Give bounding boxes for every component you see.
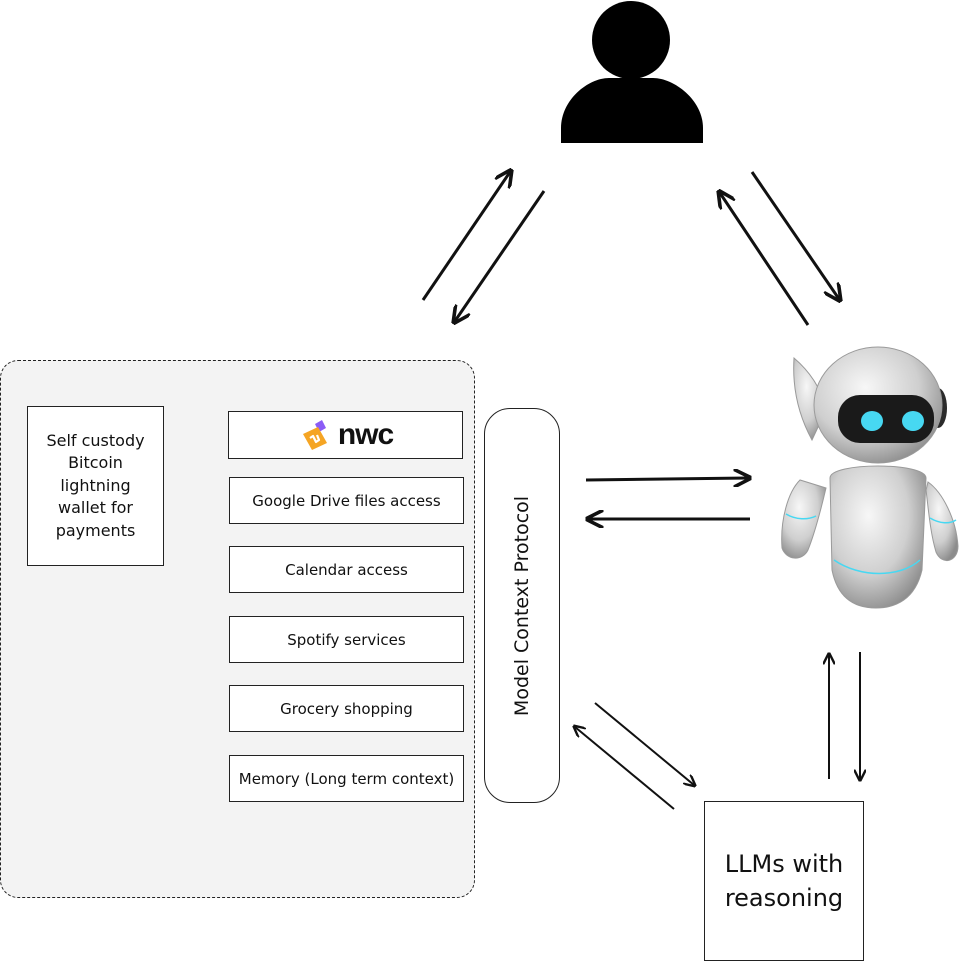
service-label: Memory (Long term context): [238, 769, 455, 788]
service-google-drive: Google Drive files access: [229, 477, 464, 524]
arrow-user-to-robot: [750, 171, 839, 299]
service-calendar: Calendar access: [229, 546, 464, 593]
arrow-mcp-to-llm: [594, 702, 694, 785]
llm-label: LLMs with reasoning: [724, 850, 844, 912]
service-label: Google Drive files access: [252, 491, 441, 510]
wallet-label: Self custody Bitcoin lightning wallet fo…: [46, 430, 145, 540]
service-grocery: Grocery shopping: [229, 685, 464, 732]
wallet-box: Self custody Bitcoin lightning wallet fo…: [27, 406, 164, 566]
llm-box: LLMs with reasoning: [704, 801, 864, 961]
arrow-group-to-user: [421, 172, 510, 301]
service-memory: Memory (Long term context): [229, 755, 464, 802]
arrow-robot-to-user: [720, 193, 810, 326]
service-label: Spotify services: [287, 630, 406, 649]
service-label: Grocery shopping: [280, 699, 413, 718]
nwc-logo-text: nwc: [337, 418, 394, 451]
mcp-label: Model Context Protocol: [511, 495, 533, 716]
arrow-llm-to-mcp: [575, 727, 675, 810]
arrow-mcp-to-robot: [585, 478, 748, 480]
service-label: Calendar access: [285, 560, 408, 579]
mcp-box: Model Context Protocol: [484, 408, 560, 803]
service-spotify: Spotify services: [229, 616, 464, 663]
nwc-logo-icon: [302, 420, 327, 450]
nwc-logo-box: nwc: [228, 411, 463, 459]
arrow-user-to-group: [455, 190, 546, 321]
